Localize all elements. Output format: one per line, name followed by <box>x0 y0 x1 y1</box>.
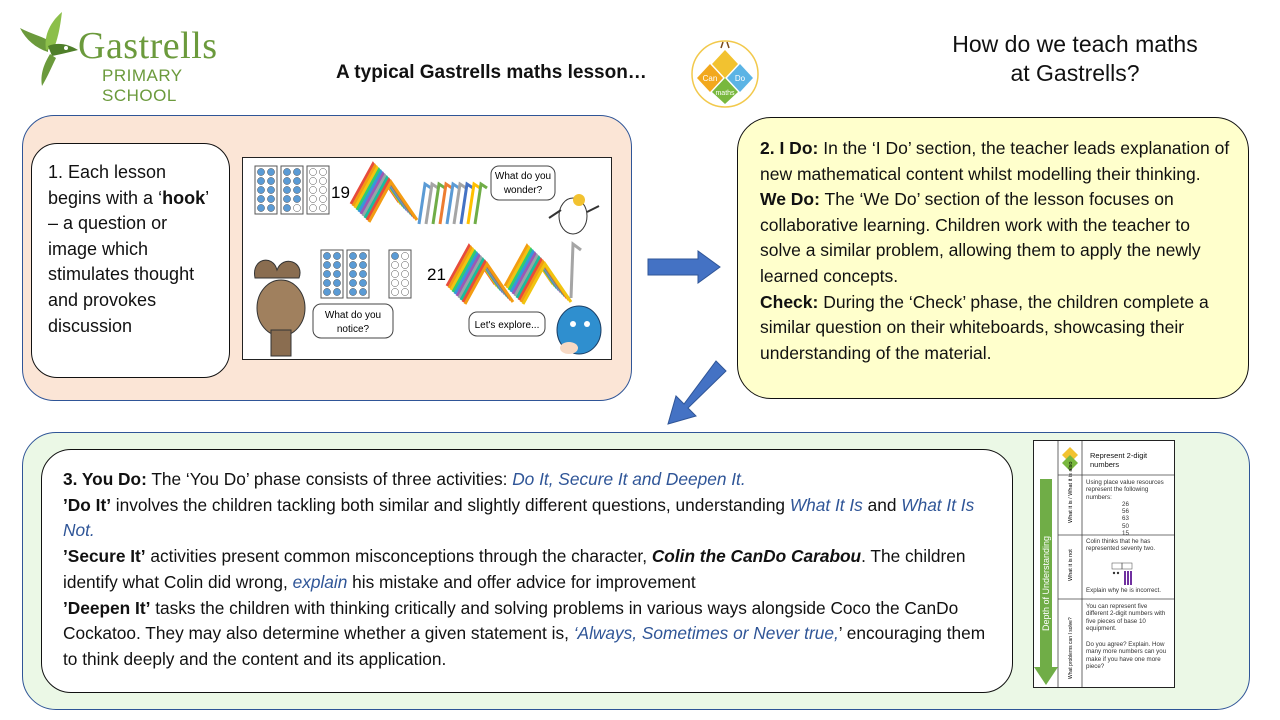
hook-image: 19 What do you wonder? 21 What do you <box>242 157 612 360</box>
activities-list: Do It, Secure It and Deepen It. <box>512 469 746 489</box>
worksheet-thumbnail: Depth of Understanding What it is / What… <box>1033 440 1175 688</box>
explore-bubble <box>468 311 546 337</box>
goat-character <box>254 259 306 357</box>
worksheet-number: 26 <box>1122 500 1129 508</box>
hook-keyword: hook <box>162 187 206 208</box>
worksheet-number: 56 <box>1122 508 1129 516</box>
hummingbird-icon <box>20 12 78 86</box>
hook-description: 1. Each lesson begins with a ‘hook’ – a … <box>31 143 230 378</box>
arrow-down-left-icon <box>667 360 727 425</box>
youdo-label: 3. You Do: <box>63 469 147 489</box>
cockatoo-character <box>548 194 600 235</box>
deepen-label: ’Deepen It’ <box>63 597 151 618</box>
explore-bubble-text: Let's explore... <box>475 320 540 331</box>
lesson-title: A typical Gastrells maths lesson… <box>336 62 647 83</box>
dog-character <box>556 305 602 355</box>
svg-text:maths: maths <box>715 90 735 97</box>
worksheet-row3-text: You can represent five different 2-digit… <box>1086 603 1166 632</box>
svg-text:Can: Can <box>703 74 718 83</box>
main-question-line2: at Gastrells? <box>1010 60 1140 86</box>
notice-bubble-line1: What do you <box>325 310 381 321</box>
doit-label: ’Do It’ <box>63 494 111 515</box>
ido-wedo-check-panel: 2. I Do: In the ‘I Do’ section, the teac… <box>737 117 1249 399</box>
worksheet-title: Represent 2-digit numbers <box>1090 451 1148 469</box>
school-logo: Gastrells PRIMARY SCHOOL <box>18 10 258 105</box>
svg-text:What it is not: What it is not <box>1068 549 1074 581</box>
worksheet-row2-text: Colin thinks that he has represented sev… <box>1086 538 1156 553</box>
main-question-line1: How do we teach maths <box>952 31 1198 57</box>
svg-text:What it is / What it is also: What it is / What it is also <box>1068 462 1074 523</box>
wonder-bubble-line2: wonder? <box>503 185 543 196</box>
character-colin: Colin the CanDo Carabou <box>651 546 862 567</box>
svg-text:Do: Do <box>735 74 746 83</box>
wedo-label: We Do: <box>760 189 820 210</box>
cando-maths-logo: Can Do maths <box>688 38 762 108</box>
notice-bubble <box>312 303 394 339</box>
ido-label: 2. I Do: <box>760 138 819 158</box>
depth-label: Depth of Understanding <box>1041 536 1051 631</box>
check-label: Check: <box>760 291 819 312</box>
worksheet-number: 15 <box>1122 530 1129 538</box>
worksheet-row3-question: Do you agree? Explain. How many more num… <box>1086 641 1167 670</box>
number-19: 19 <box>331 183 350 202</box>
secure-label: ’Secure It’ <box>63 546 146 567</box>
school-subtitle: PRIMARY SCHOOL <box>102 66 183 105</box>
number-21: 21 <box>427 265 446 284</box>
worksheet-number: 50 <box>1122 522 1129 530</box>
worksheet-row2-explain: Explain why he is incorrect. <box>1086 587 1161 594</box>
youdo-description: 3. You Do: The ‘You Do’ phase consists o… <box>41 449 1013 693</box>
ten-frame-group-top <box>254 165 330 215</box>
main-question: How do we teach maths at Gastrells? <box>900 30 1250 88</box>
wonder-bubble <box>490 165 556 201</box>
notice-bubble-line2: notice? <box>337 324 370 335</box>
worksheet-row1-text: Using place value resources represent th… <box>1086 479 1170 537</box>
wonder-bubble-line1: What do you <box>495 171 551 182</box>
worksheet-number: 63 <box>1122 515 1129 523</box>
school-name: Gastrells <box>78 25 218 67</box>
svg-text:What problems can I solve?: What problems can I solve? <box>1068 617 1074 679</box>
arrow-right-icon <box>647 250 721 284</box>
